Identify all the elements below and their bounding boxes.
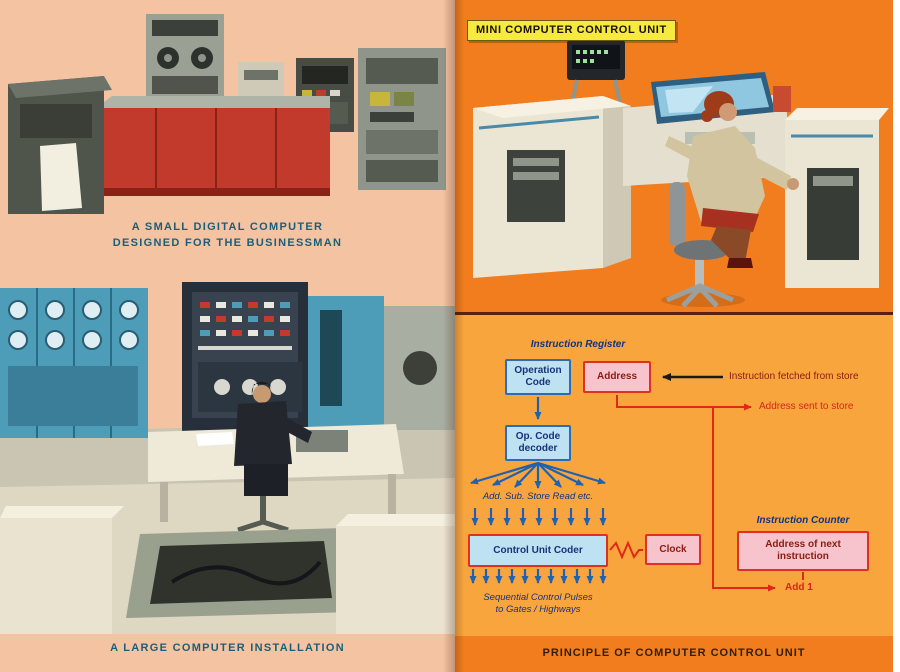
box-label-line: instruction [777,551,829,562]
page-fold-shadow-right [455,0,464,672]
address-flow-lines [609,395,804,592]
section-label-mini-computer: MINI COMPUTER CONTROL UNIT [467,20,676,41]
decoder-outputs-label: Add. Sub. Store Read etc. [482,491,594,502]
instruction-counter-label: Instruction Counter [756,515,850,526]
caption-large-installation: A LARGE COMPUTER INSTALLATION [110,642,345,654]
operation-code-box: Operation Code [505,359,571,395]
box-label-line: Control Unit Coder [493,544,583,556]
box-label-line: Address of next [765,539,841,550]
console-unit [238,62,284,102]
caption-line: A SMALL DIGITAL COMPUTER [131,221,324,233]
floor-pit [126,528,354,618]
box-label-line: Code [525,377,551,388]
mainframe-cabinet [182,282,308,460]
side-cabinets [308,296,455,430]
tape-unit [146,14,224,100]
woman-operator [665,91,799,268]
control-unit-diagram: Instruction Register Operation Code Addr… [455,315,893,636]
left-console-cabinet [473,96,631,278]
fetched-note: Instruction fetched from store [729,371,859,382]
box-label-line: Operation [514,365,562,376]
office-chair [661,182,745,308]
sent-note: Address sent to store [759,401,854,412]
scan-edge [893,0,900,672]
control-flow-lines [469,397,607,584]
caption-small-computer: A SMALL DIGITAL COMPUTER DESIGNED FOR TH… [0,219,455,251]
section-divider [455,312,893,315]
clock-box: Clock [645,534,701,565]
caption-principle: PRINCIPLE OF COMPUTER CONTROL UNIT [542,647,806,659]
add-one-label: Add 1 [785,582,813,593]
box-label-line: Address [596,371,637,382]
box-label-line: Op. Code [515,431,561,442]
instruction-register-label: Instruction Register [530,339,626,350]
foreground-cabinets [0,506,455,634]
clock-squiggle [609,540,643,560]
small-computer-illustration [8,14,446,214]
pulses-line: Sequential Control Pulses [483,592,593,603]
page-fold-shadow [443,0,455,672]
caption-line: DESIGNED FOR THE BUSINESSMAN [112,237,343,249]
op-code-decoder-box: Op. Code decoder [505,425,571,461]
dark-cabinet [8,76,112,214]
operator-illustration [473,40,889,308]
left-page: A SMALL DIGITAL COMPUTER DESIGNED FOR TH… [0,0,455,672]
right-page: MINI COMPUTER CONTROL UNIT [455,0,893,672]
right-cabinet [785,108,889,288]
box-label-line: decoder [518,443,558,454]
address-box: Address [583,361,651,393]
pulses-label: Sequential Control Pulses to Gates / Hig… [455,592,621,616]
next-address-box: Address of next instruction [737,531,869,571]
control-unit-coder-box: Control Unit Coder [468,534,608,567]
equipment-shelf-cabinet [358,48,446,190]
gauge-cabinets [0,288,148,438]
seated-operator [234,381,312,533]
red-desk-units [96,96,330,196]
large-installation-illustration [0,282,455,634]
flow-connectors [469,373,804,592]
pulses-line: to Gates / Highways [495,604,581,615]
box-label-line: Clock [659,543,687,555]
